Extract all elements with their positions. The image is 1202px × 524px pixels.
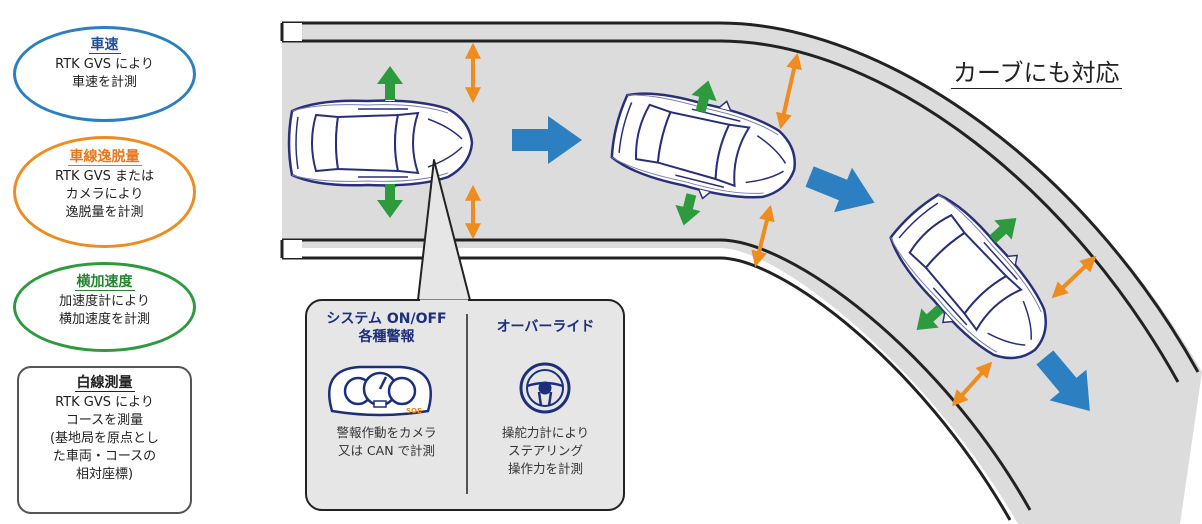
lane-arrow-3a	[1051, 255, 1097, 299]
legend-white-line-text: 相対座標)	[75, 467, 134, 482]
road-edge-bottom	[282, 238, 1032, 511]
legend-speed-line: 車速を計測	[71, 75, 137, 90]
dashboard-gauge-icon: SOE	[327, 365, 433, 417]
speed-arrow-3	[1036, 350, 1090, 412]
legend-white-title: 白線測量	[74, 375, 135, 392]
accel-arrow-down-1	[377, 184, 403, 218]
accel-arrow-down-3	[916, 304, 944, 331]
lane-arrow-2a	[776, 52, 802, 130]
road-edge-top-inner	[282, 39, 1180, 383]
legend-lane-line: 逸脱量を計測	[65, 205, 144, 220]
road-edge-top	[282, 21, 1200, 373]
legend-accel-line: 加速度計により	[59, 294, 150, 309]
svg-text:SOE: SOE	[406, 407, 422, 415]
callout-left-text: 又は CAN で計測	[337, 443, 436, 458]
legend-lane-title: 車線逸脱量	[67, 149, 142, 166]
callout-content: システム ON/OFF 各種警報 警報作動をカメラ 又は CAN で計測 オーバ…	[306, 300, 624, 510]
legend-speed-line: RTK GVS により	[55, 57, 154, 72]
callout-right-text: ステアリング	[507, 443, 583, 458]
legend-white-line-text: RTK GVS により	[55, 395, 154, 410]
callout-left-title: システム ON/OFF	[326, 311, 447, 327]
steering-wheel-icon	[519, 362, 571, 414]
legend-lane-line: カメラにより	[65, 187, 144, 202]
callout-right-title: オーバーライド	[496, 319, 595, 335]
road-edge-bottom-inner	[282, 256, 1012, 521]
legend-white-line-text: コースを測量	[65, 413, 144, 428]
accel-arrow-up-1	[377, 66, 403, 100]
callout-left-title: 各種警報	[358, 329, 415, 345]
accel-arrow-down-2	[675, 193, 701, 226]
legend-white-line-text: た車両・コースの	[52, 449, 157, 464]
legend-lane-line: RTK GVS または	[54, 169, 155, 184]
legend-speed-title: 車速	[88, 37, 121, 54]
legend-accel-title: 横加速度	[74, 274, 135, 291]
callout-left: システム ON/OFF 各種警報 警報作動をカメラ 又は CAN で計測	[306, 300, 467, 510]
legend-accel-line: 横加速度を計測	[58, 312, 150, 327]
callout-left-text: 警報作動をカメラ	[336, 425, 437, 440]
lane-arrow-3b	[951, 361, 993, 407]
legend-white-line: 白線測量 RTK GVS により コースを測量 (基地局を原点とし た車両・コー…	[17, 366, 192, 514]
legend-speed: 車速 RTK GVS により 車速を計測	[13, 26, 196, 122]
speed-arrow-2	[805, 166, 875, 213]
speed-arrow-1	[512, 116, 582, 164]
legend-lateral-accel: 横加速度 加速度計により 横加速度を計測	[13, 262, 196, 352]
callout-right-text: 操作力を計測	[507, 461, 583, 476]
callout-right-text: 操舵力計により	[501, 425, 590, 440]
legend-lane-departure: 車線逸脱量 RTK GVS または カメラにより 逸脱量を計測	[13, 136, 196, 248]
accel-arrow-up-2	[691, 80, 717, 113]
curve-label: カーブにも対応	[951, 59, 1122, 89]
lane-arrow-2b	[751, 204, 775, 268]
car-1	[287, 91, 474, 195]
accel-arrow-up-3	[989, 217, 1017, 244]
callout-right: オーバーライド 操舵力計により ステアリング 操作力を計測	[467, 300, 624, 510]
legend-white-line-text: (基地局を原点とし	[49, 431, 160, 446]
